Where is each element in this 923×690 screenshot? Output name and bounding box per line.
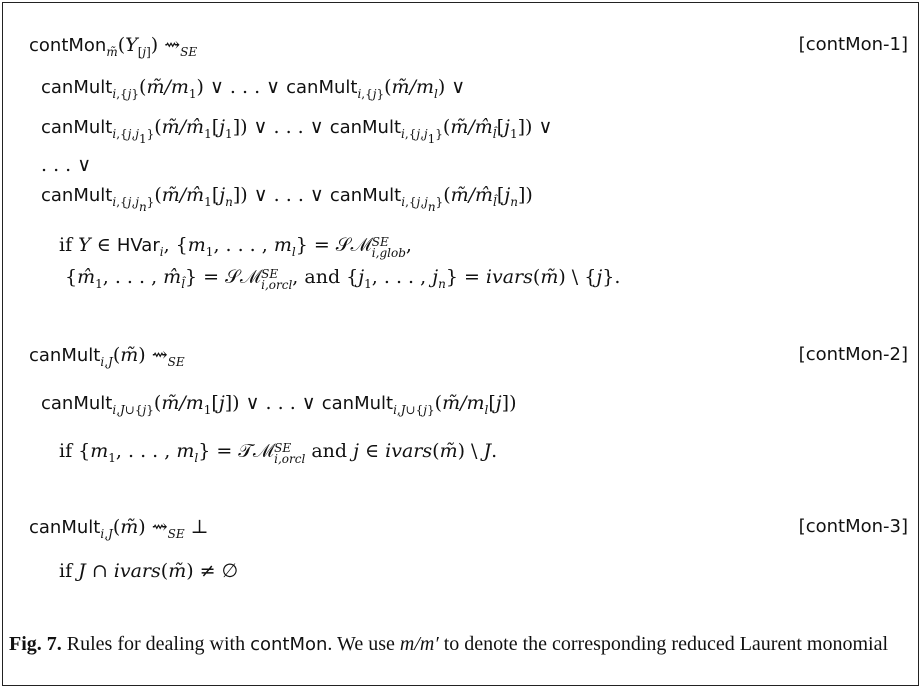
- rule-2-body-line-1: canMulti,J∪{j}(m̃/m1[j]) ∨ . . . ∨ canMu…: [41, 392, 517, 417]
- rule-1-body-line-2: canMulti,{j,j1}(m̃/m̂1[j1]) ∨ . . . ∨ ca…: [41, 116, 553, 146]
- caption-label: Fig. 7.: [9, 633, 62, 655]
- figure-caption: Fig. 7. Rules for dealing with contMon. …: [9, 632, 914, 657]
- caption-text-after: to denote the corresponding reduced Laur…: [438, 633, 888, 655]
- rule-3-condition-line-1: if J ∩ ivars(m̃) ≠ ∅: [59, 560, 239, 582]
- rule-2-head: canMulti,J(m̃) ⇝SE: [29, 344, 185, 369]
- rule-3-tag: [contMon-3]: [798, 516, 908, 537]
- rule-1-head: contMonm̃(Y[j]) ⇝SE: [29, 34, 198, 59]
- caption-text-before: Rules for dealing with: [61, 633, 251, 655]
- rule-3-head: canMulti,J(m̃) ⇝SE ⊥: [29, 516, 209, 541]
- rule-2-tag: [contMon-2]: [798, 344, 908, 365]
- rule-1-body-line-4: canMulti,{j,jn}(m̃/m̂1[jn]) ∨ . . . ∨ ca…: [41, 184, 533, 214]
- rule-1-tag: [contMon-1]: [798, 34, 908, 55]
- caption-text-mid: . We use: [327, 633, 400, 655]
- caption-math: m/m′: [399, 633, 439, 655]
- rule-1-body-line-3: . . . ∨: [41, 154, 92, 176]
- caption-keyword: contMon: [250, 634, 328, 655]
- rule-1-body-line-1: canMulti,{j}(m̃/m1) ∨ . . . ∨ canMulti,{…: [41, 76, 466, 101]
